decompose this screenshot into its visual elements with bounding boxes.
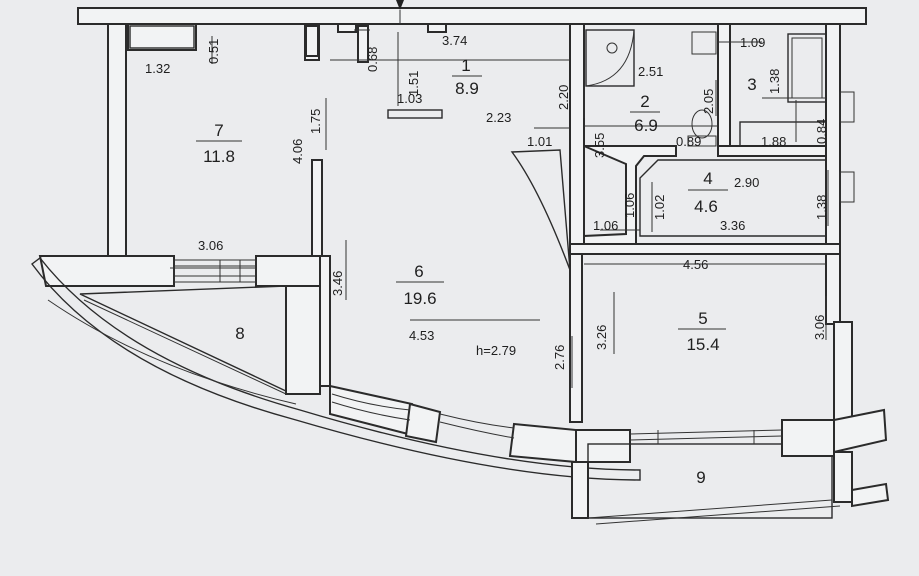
room-7-number: 7 <box>214 121 223 140</box>
dim-1-09: 1.09 <box>740 35 765 50</box>
toilet <box>691 109 713 139</box>
room-4-number: 4 <box>703 169 712 188</box>
dim-3-46: 3.46 <box>330 271 345 296</box>
dim-4-56: 4.56 <box>683 257 708 272</box>
dim-1-51: 1.51 <box>406 71 421 96</box>
dim-0-84: 0.84 <box>814 119 829 144</box>
fixtures <box>129 0 827 271</box>
bathtub <box>787 33 827 103</box>
dim-2-76: 2.76 <box>552 345 567 370</box>
dim-1-06-vert: 1.06 <box>622 193 637 218</box>
sink <box>691 31 717 55</box>
ceiling-height: h=2.79 <box>476 343 516 358</box>
dim-1-02: 1.02 <box>652 195 667 220</box>
dim-1-75: 1.75 <box>308 109 323 134</box>
room-1-number: 1 <box>461 56 470 75</box>
dim-3-55: 3.55 <box>592 133 607 158</box>
room-8-number: 8 <box>235 324 244 343</box>
dimension-labels: 3.74 1.51 1.03 0.68 1.32 0.51 1.75 4.06 … <box>145 33 829 370</box>
dim-1-06-horz: 1.06 <box>593 218 618 233</box>
shower-tray <box>585 29 635 87</box>
room-5-number: 5 <box>698 309 707 328</box>
dim-1-01: 1.01 <box>527 134 552 149</box>
dim-0-51: 0.51 <box>206 39 221 64</box>
room-2-area: 6.9 <box>634 116 658 135</box>
balcony-structures <box>31 91 890 525</box>
room-6-area: 19.6 <box>403 289 436 308</box>
dim-3-26: 3.26 <box>594 325 609 350</box>
radiator <box>387 109 443 119</box>
entrance-arrow-icon <box>396 0 404 10</box>
dim-0-89: 0.89 <box>676 134 701 149</box>
room-2-number: 2 <box>640 92 649 111</box>
dim-3-74: 3.74 <box>442 33 467 48</box>
dim-3-36: 3.36 <box>720 218 745 233</box>
door-swing <box>510 149 571 271</box>
dim-0-68: 0.68 <box>365 47 380 72</box>
dim-3-06-left: 3.06 <box>198 238 223 253</box>
dim-2-05: 2.05 <box>701 89 716 114</box>
dim-1-32: 1.32 <box>145 61 170 76</box>
walls <box>77 7 867 423</box>
dim-4-53: 4.53 <box>409 328 434 343</box>
dim-2-51: 2.51 <box>638 64 663 79</box>
dim-1-38-upper: 1.38 <box>767 69 782 94</box>
room-9-number: 9 <box>696 468 705 487</box>
dim-1-88: 1.88 <box>761 134 786 149</box>
dim-4-06: 4.06 <box>290 139 305 164</box>
dim-2-23: 2.23 <box>486 110 511 125</box>
room-7-area: 11.8 <box>203 147 235 166</box>
dimension-lines <box>170 29 829 388</box>
room-labels: 1 8.9 2 6.9 3 4 4.6 5 15.4 6 19.6 7 11.8… <box>196 56 757 487</box>
bathtub-upper <box>129 25 195 49</box>
dim-3-06-right: 3.06 <box>812 315 827 340</box>
room-5-area: 15.4 <box>686 335 719 354</box>
dim-2-20: 2.20 <box>556 85 571 110</box>
room-1-area: 8.9 <box>455 79 479 98</box>
room-4-area: 4.6 <box>694 197 718 216</box>
room-3-number: 3 <box>747 75 756 94</box>
dim-2-90: 2.90 <box>734 175 759 190</box>
dim-1-38-lower: 1.38 <box>814 195 829 220</box>
dim-1-03: 1.03 <box>397 91 422 106</box>
room-6-number: 6 <box>414 262 423 281</box>
